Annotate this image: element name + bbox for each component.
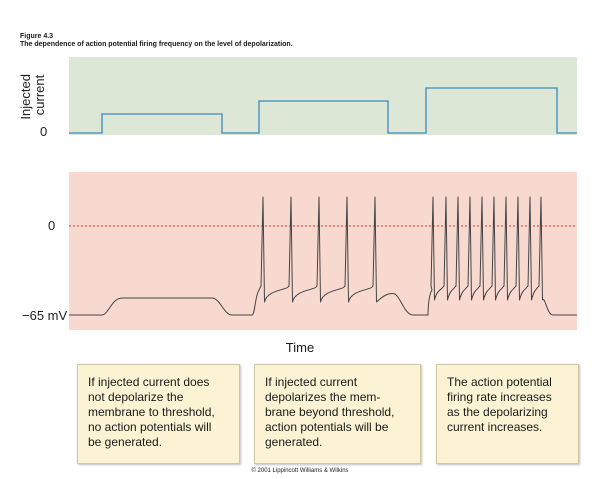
voltage-zero-label: 0 [48, 218, 55, 233]
voltage-trace [69, 196, 577, 316]
copyright: © 2001 Lippincott Williams & Wilkins [251, 468, 349, 474]
current-zero-label: 0 [40, 124, 47, 139]
voltage-panel [69, 172, 577, 330]
time-axis-label: Time [285, 340, 315, 355]
resting-potential-label: −65 mV [22, 308, 67, 323]
note-firing-rate: The action potential firing rate increas… [436, 364, 579, 464]
figure-caption: The dependence of action potential firin… [20, 41, 293, 48]
current-panel [69, 57, 577, 135]
note-suprathreshold: If injected current depolarizes the mem-… [254, 364, 421, 464]
note-subthreshold: If injected current does not depolarize … [77, 364, 240, 464]
current-trace [69, 87, 577, 134]
figure-label: Figure 4.3 [20, 33, 54, 40]
current-axis-label: Injected current [18, 70, 47, 119]
